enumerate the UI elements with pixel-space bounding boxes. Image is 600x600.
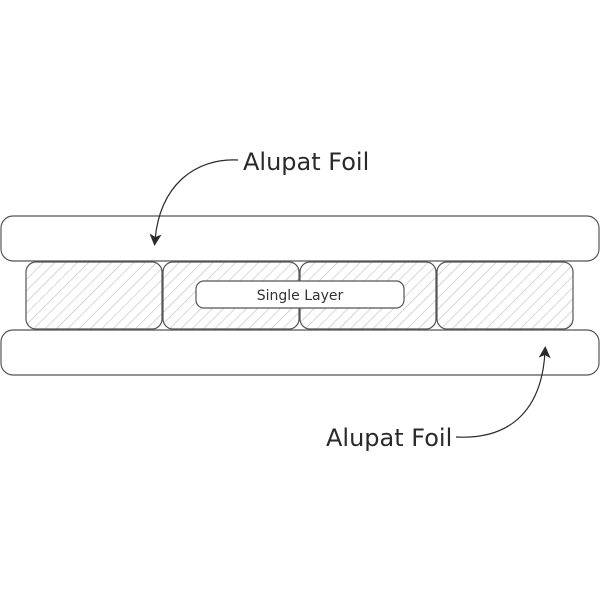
bottom-foil-label: Alupat Foil [326, 424, 452, 452]
bottom-arrow-icon [455, 346, 551, 438]
single-layer-label-box [195, 280, 405, 309]
top-foil-label: Alupat Foil [243, 148, 369, 176]
bottom-foil-layer [0, 329, 600, 376]
top-arrow-icon [149, 159, 239, 246]
segment-4 [436, 261, 574, 330]
top-foil-layer [0, 215, 600, 262]
segment-1 [25, 261, 163, 330]
single-layer-label: Single Layer [257, 288, 344, 304]
